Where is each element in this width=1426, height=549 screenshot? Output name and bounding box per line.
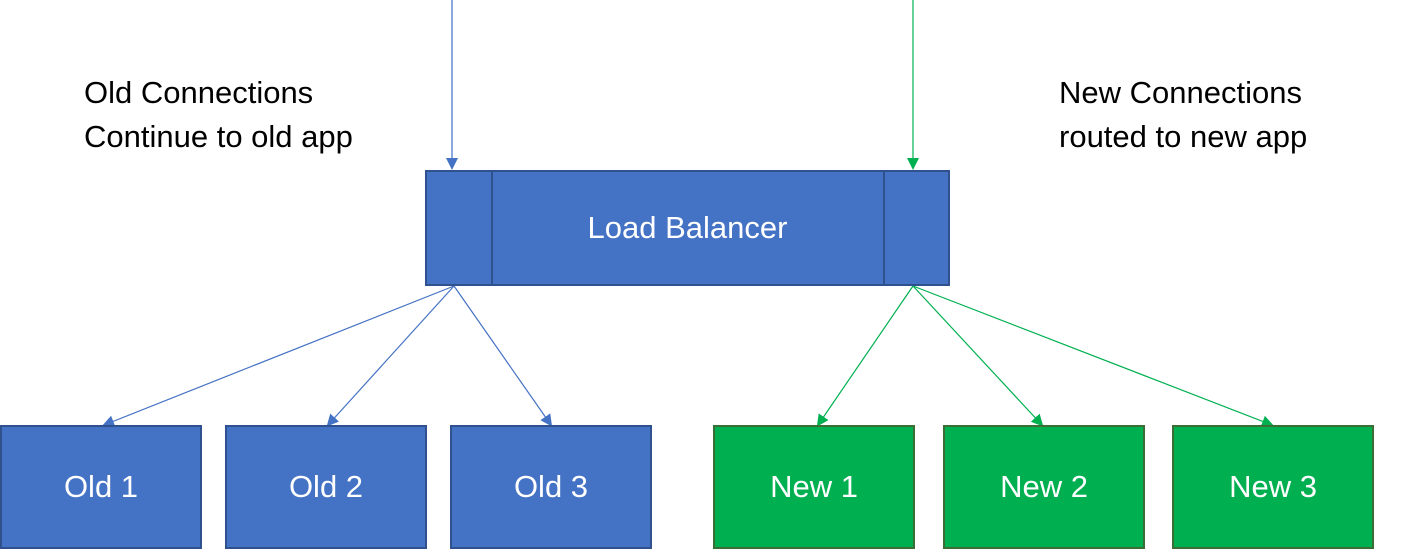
new-node-3-label: New 3 (1229, 469, 1317, 504)
new-node-3: New 3 (1172, 425, 1374, 549)
old-node-2-label: Old 2 (288, 469, 364, 504)
old-connections-caption: Old Connections Continue to old app (84, 71, 353, 159)
old-node-1: Old 1 (0, 425, 202, 549)
load-balancer-left-divider (491, 172, 493, 284)
old-node-2: Old 2 (225, 425, 427, 549)
new-node-1: New 1 (713, 425, 915, 549)
new-connections-caption: New Connections routed to new app (1059, 71, 1307, 159)
lb-to-new-2-arrow (912, 285, 1044, 427)
load-balancer-right-divider (883, 172, 885, 284)
old-caption-line-2: Continue to old app (84, 119, 353, 154)
new-node-2: New 2 (943, 425, 1145, 549)
lb-to-old-1-arrow (102, 285, 455, 427)
lb-to-old-3-arrow (453, 285, 553, 427)
new-node-2-label: New 2 (1000, 469, 1088, 504)
old-node-3-label: Old 3 (513, 469, 589, 504)
new-node-1-label: New 1 (770, 469, 858, 504)
lb-to-new-3-arrow (912, 285, 1274, 427)
old-node-3: Old 3 (450, 425, 652, 549)
lb-to-old-2-arrow (326, 285, 455, 427)
load-balancer-label: Load Balancer (587, 210, 788, 245)
lb-to-new-1-arrow (816, 285, 914, 427)
new-caption-line-1: New Connections (1059, 75, 1302, 110)
new-caption-line-2: routed to new app (1059, 119, 1308, 154)
old-node-1-label: Old 1 (63, 469, 139, 504)
old-caption-line-1: Old Connections (84, 75, 314, 110)
load-balancer-box: Load Balancer (425, 170, 950, 286)
